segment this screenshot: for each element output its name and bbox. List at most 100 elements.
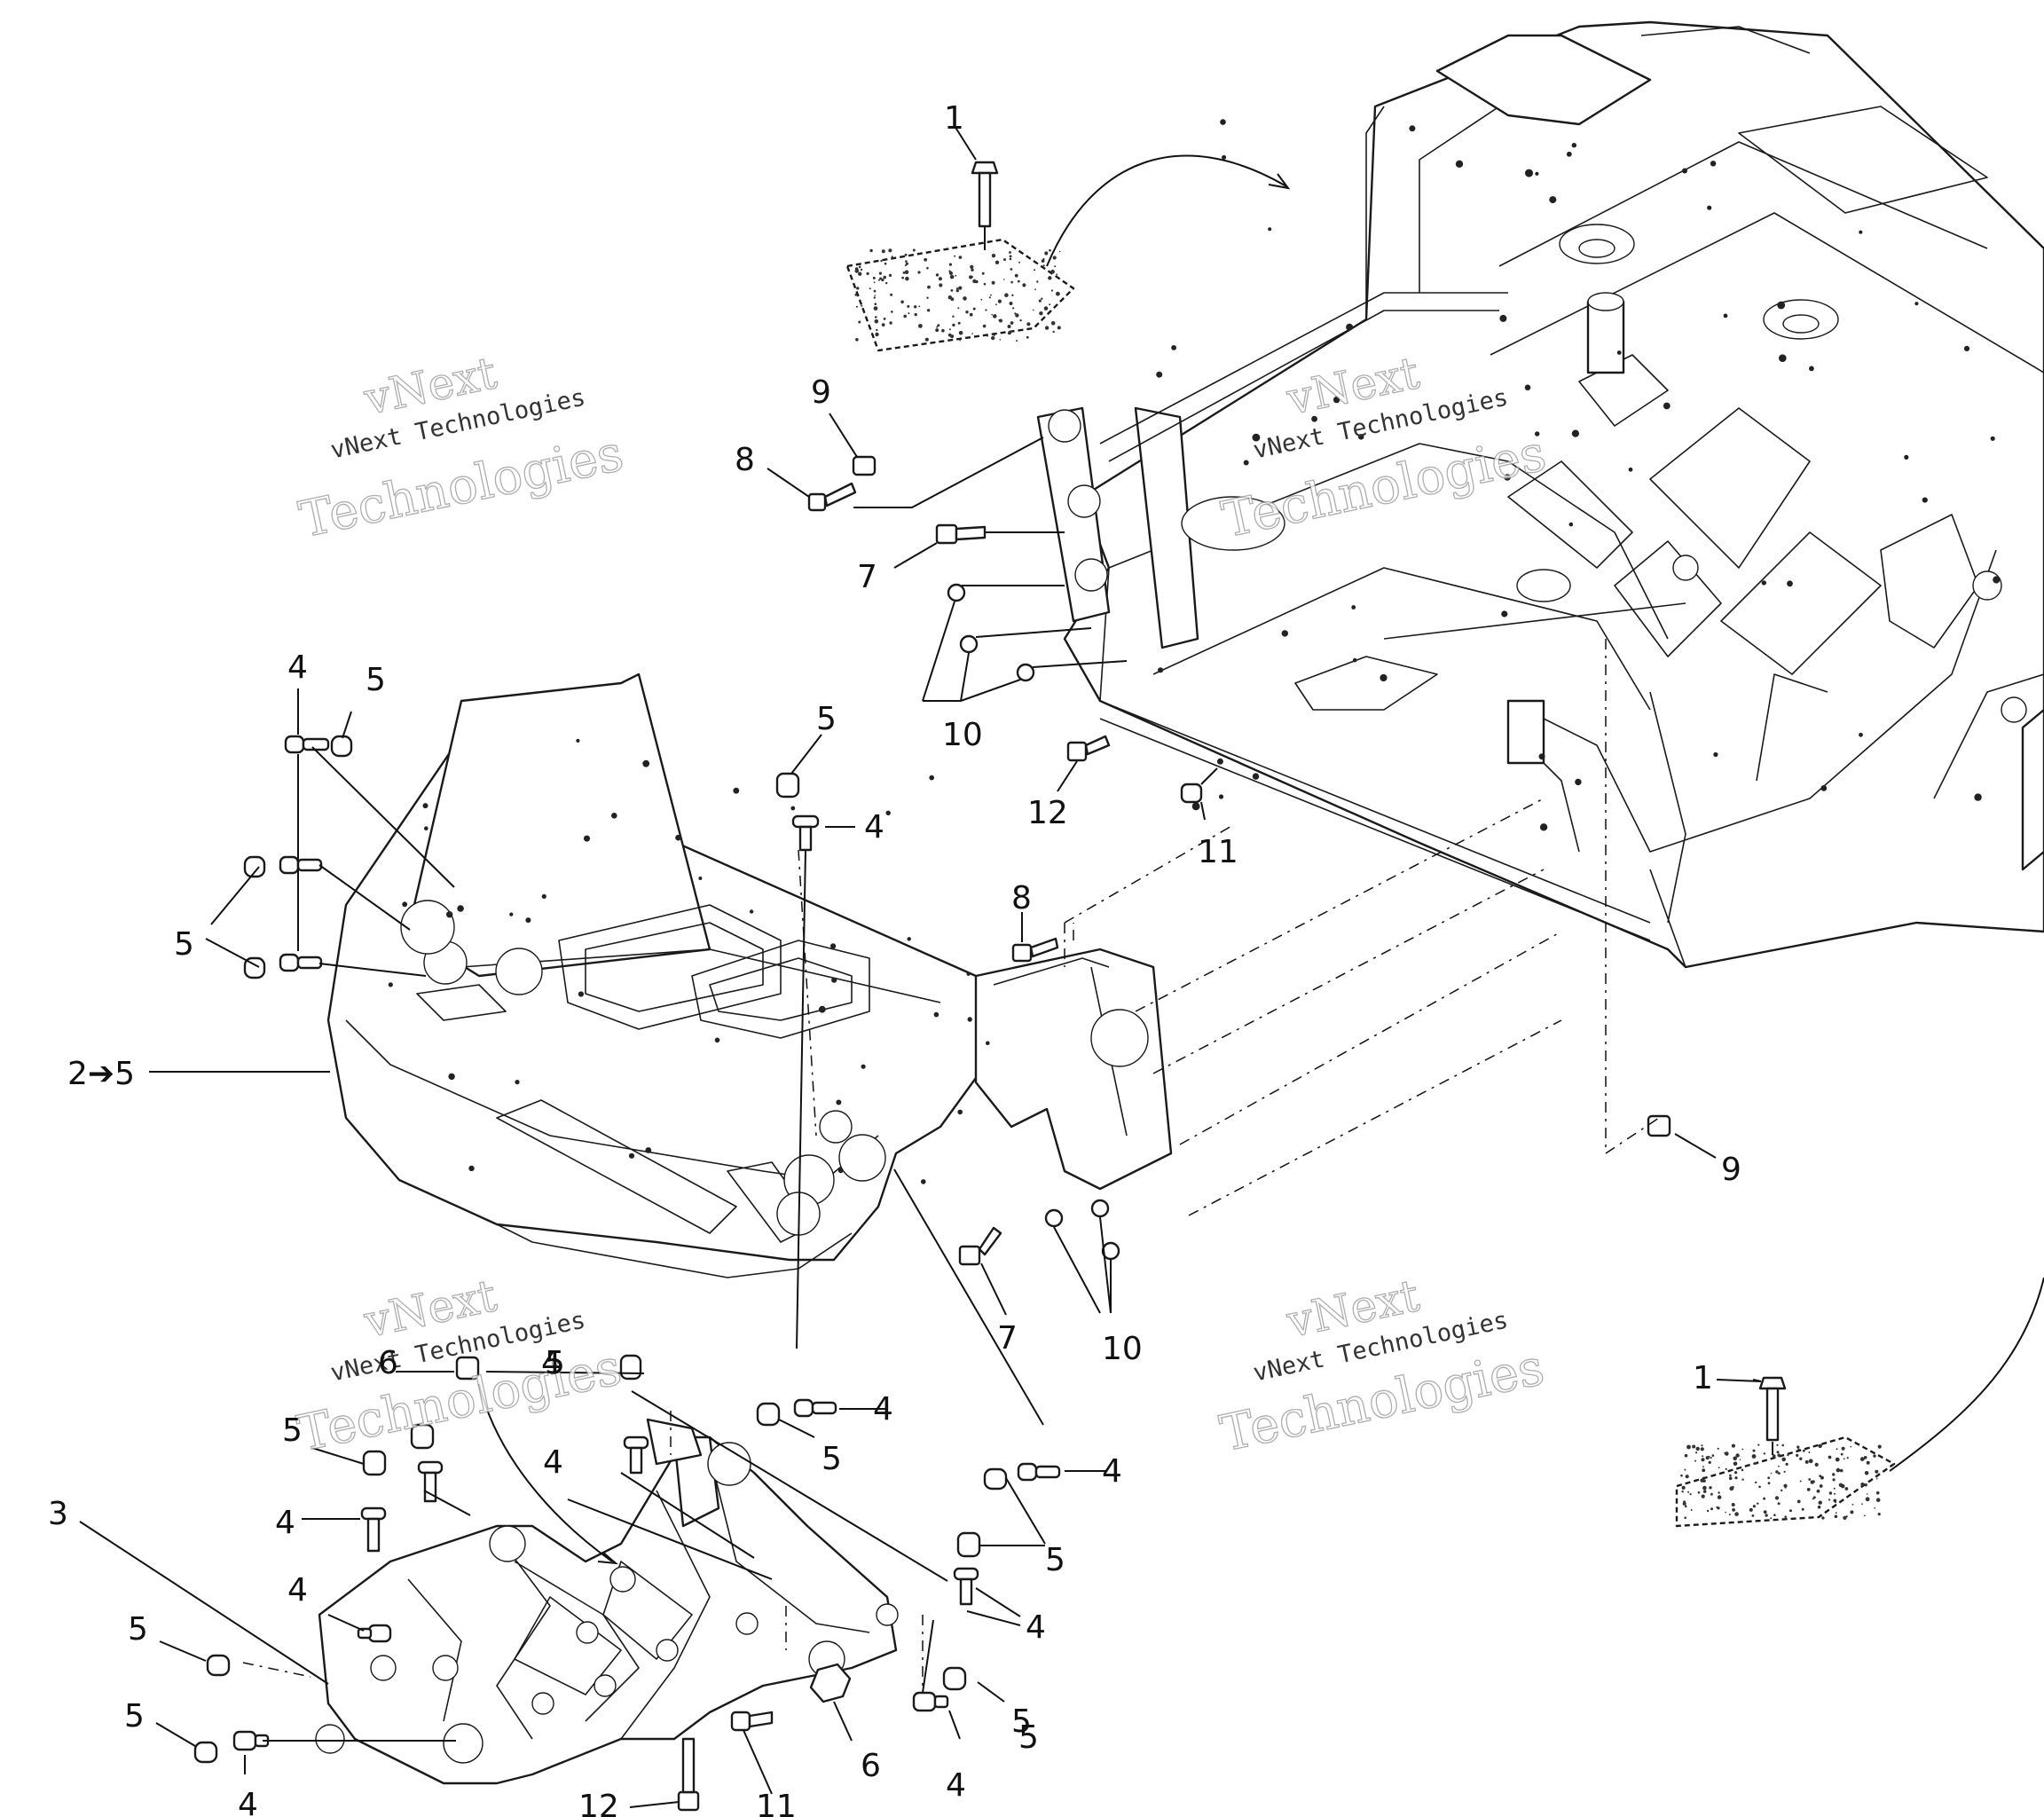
texture-dot (1751, 1454, 1757, 1459)
texture-dot (836, 1099, 842, 1105)
texture-dot (954, 255, 956, 257)
texture-dot (1734, 1476, 1738, 1480)
texture-dot (1050, 289, 1053, 292)
texture-dot (948, 263, 952, 266)
texture-dot (1663, 402, 1671, 410)
texture-dot (918, 305, 921, 308)
texture-dot (1751, 1514, 1755, 1517)
texture-dot (1729, 1474, 1732, 1477)
texture-dot (1755, 1481, 1757, 1484)
texture-dot (861, 1064, 866, 1069)
texture-dot (1685, 1475, 1689, 1479)
texture-dot (1734, 1512, 1739, 1516)
texture-dot (858, 271, 862, 276)
texture-dot (937, 324, 940, 327)
texture-dot (1535, 431, 1540, 437)
texture-dot (1351, 605, 1356, 610)
lower-bracket-part-3 (315, 1418, 899, 1785)
bolt-icon (360, 1506, 387, 1553)
texture-dot (972, 279, 977, 284)
texture-dot (1216, 758, 1223, 765)
texture-dot (1866, 1493, 1868, 1495)
texture-dot (908, 305, 909, 308)
texture-dot (1702, 1490, 1707, 1493)
nut-icon (1647, 1114, 1671, 1137)
texture-dot (1333, 396, 1340, 404)
nut-icon (330, 735, 353, 758)
texture-dot (885, 810, 891, 815)
texture-dot (1731, 1443, 1735, 1448)
texture-dot (1732, 1508, 1735, 1512)
texture-dot (884, 262, 887, 265)
texture-dot (995, 303, 997, 306)
bolt-icon (807, 482, 857, 512)
texture-dot (1710, 1456, 1712, 1459)
texture-dot (1692, 1444, 1696, 1449)
texture-dot (952, 315, 955, 318)
texture-dot (873, 306, 878, 311)
texture-dot (958, 286, 963, 290)
texture-dot (926, 266, 929, 270)
texture-dot (1034, 269, 1035, 271)
texture-dot (1049, 303, 1051, 306)
texture-dot (1058, 250, 1061, 253)
texture-dot (1781, 1443, 1784, 1447)
bolt-icon (1017, 1462, 1061, 1482)
texture-dot (1352, 657, 1357, 663)
texture-dot (1380, 673, 1388, 682)
texture-dot (883, 318, 886, 320)
texture-dot (914, 305, 917, 309)
texture-dot (1701, 1458, 1705, 1462)
texture-dot (854, 269, 860, 273)
texture-dot (1809, 366, 1814, 372)
texture-dot (1757, 1443, 1760, 1446)
callout-5: 5 (816, 701, 837, 737)
texture-dot (1054, 265, 1057, 268)
texture-dot (1690, 1509, 1693, 1511)
texture-dot (1863, 1456, 1867, 1459)
texture-dot (883, 275, 886, 279)
texture-dot (1687, 1491, 1690, 1493)
texture-dot (1218, 794, 1224, 799)
texture-dot (1680, 1474, 1683, 1477)
texture-dot (1050, 269, 1055, 274)
texture-dot (830, 943, 837, 949)
texture-dot (1243, 460, 1249, 466)
texture-dot (1571, 143, 1577, 148)
callout-4: 4 (287, 649, 308, 686)
texture-dot (1710, 1507, 1713, 1511)
texture-dot (927, 285, 931, 289)
texture-dot (1010, 280, 1013, 284)
callout-9: 9 (811, 374, 831, 411)
texture-dot (891, 256, 893, 258)
texture-dot (1914, 302, 1919, 306)
texture-dot (1835, 1501, 1836, 1504)
texture-dot (1860, 1483, 1865, 1487)
texture-dot (1357, 434, 1364, 440)
texture-dot (1821, 1516, 1825, 1520)
callout-10: 10 (1102, 1331, 1143, 1367)
texture-dot (1012, 307, 1015, 310)
texture-dot (972, 307, 976, 311)
texture-dot (988, 296, 991, 299)
texture-dot (969, 312, 973, 317)
texture-dot (1684, 1505, 1687, 1508)
nut-icon (1180, 783, 1203, 804)
callout-6: 6 (861, 1748, 881, 1784)
callout-5: 5 (1011, 1703, 1032, 1740)
texture-dot (1044, 251, 1049, 256)
texture-dot (1007, 325, 1011, 328)
texture-dot (1787, 580, 1793, 587)
texture-dot (948, 270, 951, 272)
texture-dot (891, 311, 893, 313)
texture-dot (1866, 1460, 1870, 1465)
texture-dot (1681, 1485, 1686, 1490)
texture-dot (999, 339, 1002, 341)
texture-dot (1828, 1498, 1831, 1501)
texture-dot (1049, 248, 1051, 252)
texture-dot (1041, 297, 1043, 300)
alignment-lines (242, 639, 1660, 1686)
texture-dot (1733, 1461, 1738, 1467)
texture-dot (926, 309, 931, 312)
